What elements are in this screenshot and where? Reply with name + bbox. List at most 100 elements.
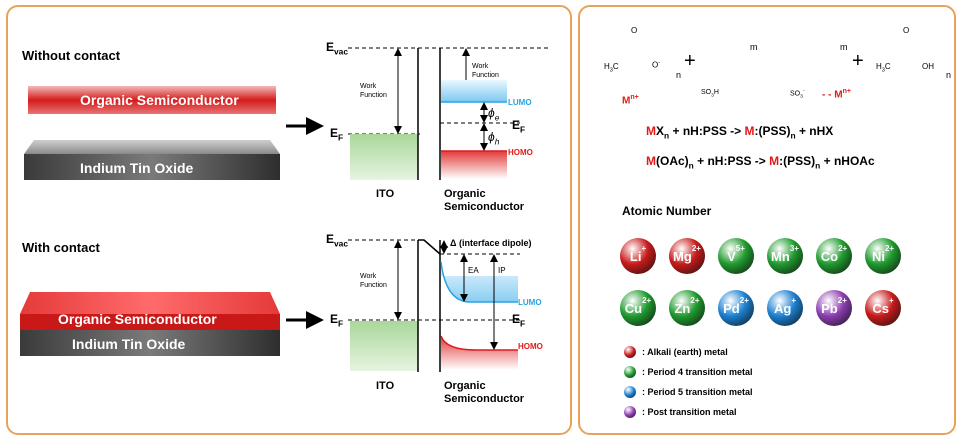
- ion-charge: 3+: [789, 243, 799, 253]
- evac-label-1: Evac: [326, 40, 348, 57]
- legend-dot-icon: [624, 386, 636, 398]
- acetic-oh: OH: [922, 62, 934, 71]
- ion-symbol: Li: [629, 248, 642, 264]
- organic-slab-top: [28, 86, 276, 114]
- homo-fill-2: [441, 336, 518, 370]
- lumo-curve: [440, 261, 518, 303]
- acetate-o: O: [631, 26, 638, 35]
- ion-charge: 2+: [642, 295, 652, 305]
- with-contact-heading: With contact: [22, 240, 100, 255]
- legend-dot-icon: [624, 346, 636, 358]
- ef-right-label-2: EF: [512, 312, 526, 329]
- ip-label: IP: [498, 266, 506, 275]
- homo-label-2: HOMO: [518, 342, 543, 351]
- lumo-fill: [441, 80, 507, 102]
- lumo-fill-2: [441, 262, 518, 302]
- legend-dot-icon: [624, 366, 636, 378]
- ion-symbol: Cu: [624, 300, 643, 316]
- organic-label-1: Organic Semiconductor: [80, 92, 239, 108]
- phi-e-label: ϕe: [488, 106, 500, 123]
- ito-slab-side: [24, 154, 280, 180]
- ion-charge: 2+: [884, 243, 895, 253]
- ef-label-1: EF: [330, 126, 344, 143]
- ion-symbol: Mn: [771, 248, 790, 264]
- ito-fill: [350, 134, 418, 180]
- ito-slab-contact: [20, 330, 280, 356]
- ion-charge: 5+: [735, 243, 745, 253]
- legend-item: : Period 4 transition metal: [624, 362, 844, 382]
- phi-h-label: ϕh: [488, 130, 500, 147]
- ion-sphere-cs: Cs+: [865, 290, 901, 326]
- legend-item: : Post transition metal: [624, 402, 844, 422]
- legend-label: : Alkali (earth) metal: [642, 347, 728, 357]
- without-contact-slabs: [24, 86, 280, 180]
- plus-sign-1: +: [684, 50, 696, 72]
- ion-symbol: Zn: [674, 300, 691, 316]
- legend-dot-icon: [624, 406, 636, 418]
- acetate-o-minus: O-: [652, 60, 661, 70]
- organic-slab-contact-side: [20, 314, 280, 330]
- ion-symbol: V: [727, 248, 736, 264]
- right-panel: [578, 5, 956, 435]
- energy-diagram-without-contact: [348, 47, 550, 180]
- evac-label-2: Evac: [326, 232, 348, 249]
- lumo-label-2: LUMO: [518, 298, 542, 307]
- acetic-n: n: [946, 70, 952, 80]
- ito-axis-label-2: ITO: [376, 380, 395, 392]
- ion-charge: 2+: [691, 243, 701, 253]
- homo-fill: [441, 151, 507, 179]
- metal-ion-left: Mn+: [622, 94, 639, 107]
- homo-curve: [440, 335, 518, 351]
- plus-sign-2: +: [852, 50, 864, 72]
- ito-fill-2: [350, 321, 418, 371]
- acetate-n: n: [676, 70, 682, 80]
- with-contact-slabs: [20, 292, 280, 356]
- acetic-h3c: H3C: [876, 62, 891, 74]
- ion-symbol: Co: [820, 248, 839, 264]
- ion-charge: 2+: [690, 295, 700, 305]
- legend-label: : Post transition metal: [642, 407, 737, 417]
- so3h-label: SO3H: [701, 89, 719, 99]
- ion-charge: 2+: [837, 295, 847, 305]
- legend-label: : Period 5 transition metal: [642, 387, 753, 397]
- delta-label: Δ (interface dipole): [450, 238, 532, 248]
- ito-label-2: Indium Tin Oxide: [72, 336, 186, 352]
- ion-charge: +: [641, 243, 647, 253]
- ion-sphere-li: Li+: [620, 238, 656, 274]
- ion-charge: 2+: [838, 243, 848, 253]
- ito-slab-top: [24, 140, 280, 154]
- lumo-label-1: LUMO: [508, 98, 532, 107]
- ef-right-label-1: EF: [512, 118, 526, 135]
- ion-charge: +: [888, 295, 894, 305]
- energy-diagram-with-contact: [348, 239, 520, 372]
- organic-slab-contact-top: [20, 292, 280, 314]
- ion-symbol: Pb: [821, 300, 838, 316]
- legend-item: : Alkali (earth) metal: [624, 342, 844, 362]
- organic-label-2: Organic Semiconductor: [58, 311, 217, 327]
- ion-charge: +: [791, 295, 796, 305]
- metal-ion-right: - - Mn+: [822, 88, 851, 101]
- ion-sphere-ag: Ag+: [767, 290, 803, 326]
- ion-symbol: Mg: [673, 248, 692, 264]
- equation-1: MXn + nH:PSS -> M:(PSS)n + nHX: [646, 124, 834, 141]
- ito-label-1: Indium Tin Oxide: [80, 160, 194, 176]
- homo-label-1: HOMO: [508, 148, 533, 157]
- atomic-number-label: Atomic Number: [622, 204, 712, 218]
- ito-axis-label-1: ITO: [376, 188, 395, 200]
- vacuum-step: [418, 239, 441, 255]
